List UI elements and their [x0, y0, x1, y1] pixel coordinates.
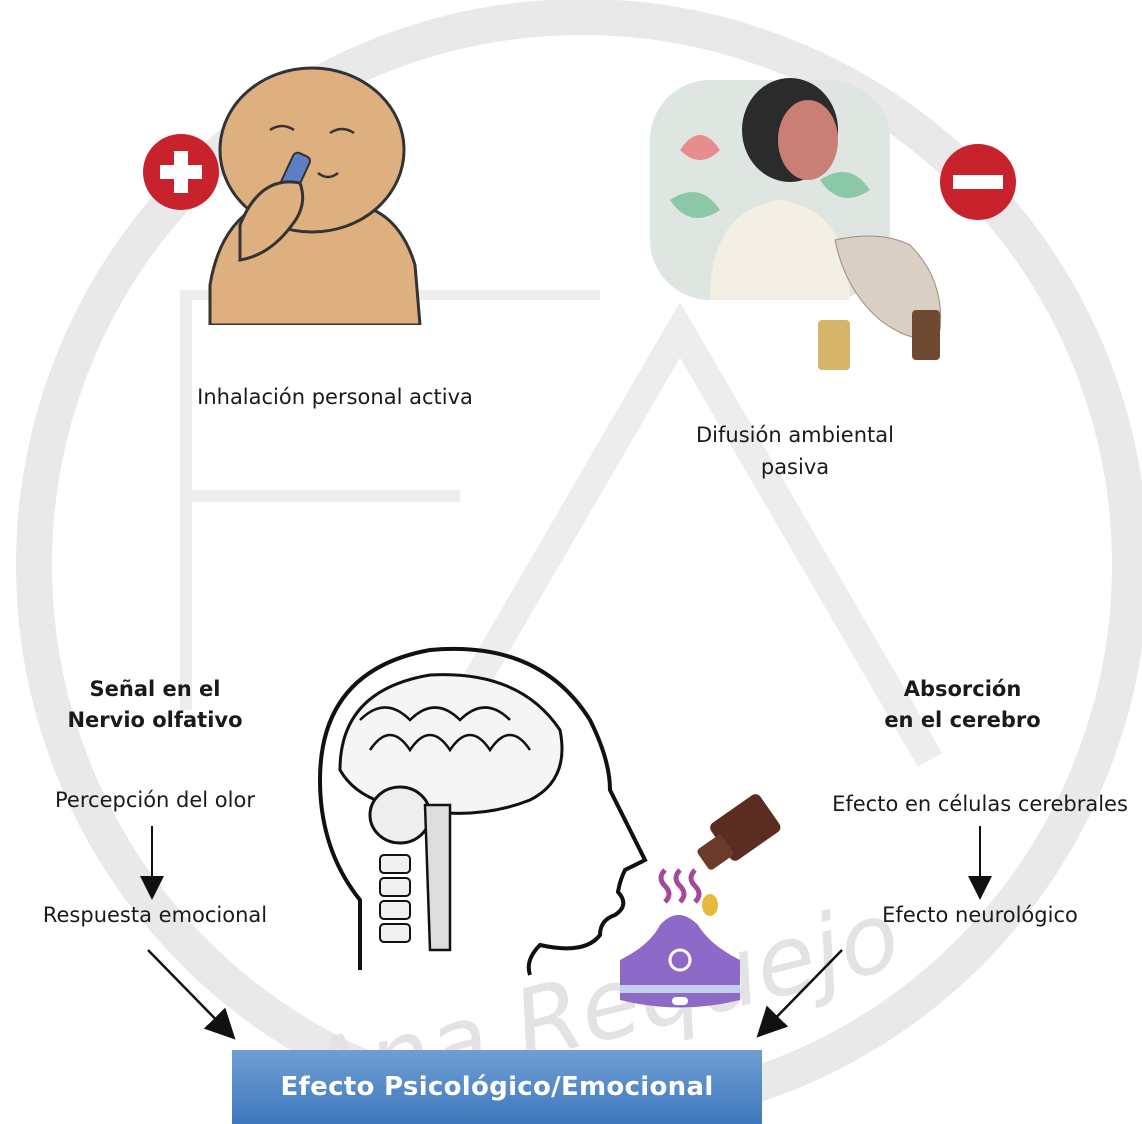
result-label: Efecto Psicológico/Emocional: [280, 1072, 713, 1102]
diffuser-icon: [610, 785, 810, 1025]
result-box: Efecto Psicológico/Emocional: [232, 1050, 762, 1124]
essential-oil-bottle-icon: [696, 792, 783, 916]
brain-head-illustration: [300, 630, 650, 980]
left-to-result-arrow: [148, 950, 232, 1036]
